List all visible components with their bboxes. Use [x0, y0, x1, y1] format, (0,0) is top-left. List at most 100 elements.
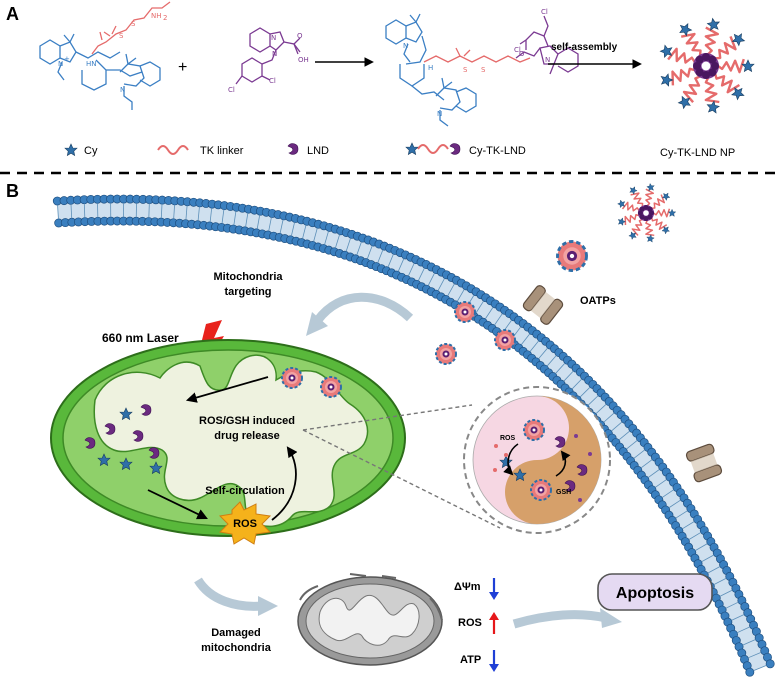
lipid-tail	[529, 340, 540, 352]
prod-s-1: S	[463, 66, 468, 74]
lnd-n1: N	[271, 34, 276, 42]
amine-nh2: NH	[151, 12, 162, 20]
np-lnd	[649, 210, 655, 216]
indicator-label-dpsi: ΔΨm	[454, 581, 481, 593]
lipid-tail	[579, 386, 591, 398]
lipid-tail	[407, 263, 415, 277]
lipid-tail	[725, 601, 739, 609]
damage-arrowhead	[258, 596, 278, 616]
lipid-tail	[713, 577, 727, 586]
legend-np: Cy-TK-LND NP	[660, 147, 735, 159]
lipid-tail	[603, 412, 615, 423]
np-lnd	[647, 214, 653, 220]
lipid-tail	[695, 543, 708, 551]
lipid-tail	[387, 253, 394, 268]
oatps-label: OATPs	[580, 295, 616, 307]
np-tk-chain	[621, 201, 640, 212]
lipid-head	[765, 659, 775, 669]
lipid-tail	[160, 204, 163, 219]
np-tk-chain	[704, 26, 719, 56]
lnd-icon	[287, 143, 299, 155]
lipid-tail	[719, 589, 733, 597]
np-lnd	[643, 204, 649, 210]
tk-linker-icon	[157, 145, 189, 155]
lipid-tail	[83, 203, 86, 218]
np-tk-chain	[680, 32, 702, 56]
lipid-tail	[256, 215, 261, 229]
s-label-2: S	[119, 32, 124, 40]
np-tk-chain	[653, 208, 671, 218]
np-lnd	[711, 62, 719, 70]
prod-n-bottom: N	[437, 110, 442, 118]
lipid-tail	[268, 217, 272, 232]
np-tk-chain	[630, 192, 644, 207]
lipid-tail	[611, 421, 623, 432]
lipid-tail	[356, 241, 362, 256]
targeting-arrow	[314, 292, 414, 323]
lipid-tail	[345, 237, 351, 252]
lipid-tail	[475, 300, 484, 314]
lipid-tail	[494, 313, 503, 326]
amine-sub: 2	[163, 14, 167, 22]
lnd-cl-2: Cl	[228, 86, 235, 94]
lipid-tail	[731, 614, 745, 621]
nanoparticle-cyto-1	[454, 301, 476, 323]
apoptosis-label: Apoptosis	[616, 585, 694, 602]
np-lnd	[702, 53, 710, 61]
drug-release-line1: ROS/GSH induced	[199, 415, 295, 427]
lipid-head	[745, 667, 755, 677]
oatp-transporter-2	[685, 443, 723, 483]
lipid-tail	[688, 532, 702, 540]
legend-cy: Cy	[84, 145, 98, 157]
mito-cristae	[93, 354, 369, 528]
np-tk-chain	[645, 188, 655, 207]
indicator-list: ΔΨm ROS ATP	[454, 578, 499, 672]
mito-targeting-line1: Mitochondria	[213, 271, 283, 283]
np-lnd	[702, 71, 710, 79]
legend-tk: TK linker	[200, 145, 244, 157]
np-lnd	[708, 55, 717, 64]
lipid-tail	[397, 258, 405, 272]
lipid-tail	[302, 225, 307, 239]
lipid-tail	[563, 370, 574, 382]
np-lnd	[647, 206, 653, 212]
np-lnd	[637, 210, 643, 216]
np-tk-chain	[715, 35, 737, 60]
arrow-up-icon	[489, 612, 499, 634]
n-bottom-label: N	[120, 86, 125, 94]
nanoparticle-extracellular	[616, 182, 676, 244]
prod-cl-2: Cl	[514, 46, 521, 54]
lipid-tail	[753, 664, 767, 672]
np-tk-chain	[682, 75, 701, 103]
lipid-tail	[377, 249, 384, 264]
lnd-oh: OH	[298, 56, 309, 64]
cy-tk-lnd-structure: O Cl Cl N S S H N N	[385, 8, 579, 127]
hn-label: HN	[86, 60, 97, 68]
nanoparticle-small-1	[556, 240, 588, 272]
np-tk-chain	[717, 58, 745, 74]
lipid-tail	[447, 283, 455, 297]
np-tk-chain	[704, 77, 720, 104]
indicator-label-atp: ATP	[460, 654, 481, 666]
np-lnd	[639, 214, 645, 220]
nanoparticle-cyto-2	[494, 329, 516, 351]
lipid-tail	[546, 355, 557, 367]
damaged-mitochondrion	[297, 573, 443, 666]
panel-a-label: A	[6, 4, 19, 24]
lnd-o: O	[297, 32, 303, 40]
lipid-tail	[185, 205, 188, 220]
membrane-core	[57, 199, 771, 673]
lipid-tail	[221, 209, 225, 224]
self-circulation-label: Self-circulation	[205, 485, 285, 497]
lipid-tail	[520, 333, 531, 346]
legend-lnd: LND	[307, 145, 329, 157]
panel-b-label: B	[6, 181, 19, 201]
damaged-line1: Damaged	[211, 627, 261, 639]
np-lnd	[639, 206, 645, 212]
damaged-line2: mitochondria	[201, 642, 272, 654]
lipid-tail	[701, 554, 714, 563]
lipid-tail	[587, 395, 599, 406]
mito-targeting-line2: targeting	[224, 286, 271, 298]
cy-icon	[64, 143, 78, 156]
